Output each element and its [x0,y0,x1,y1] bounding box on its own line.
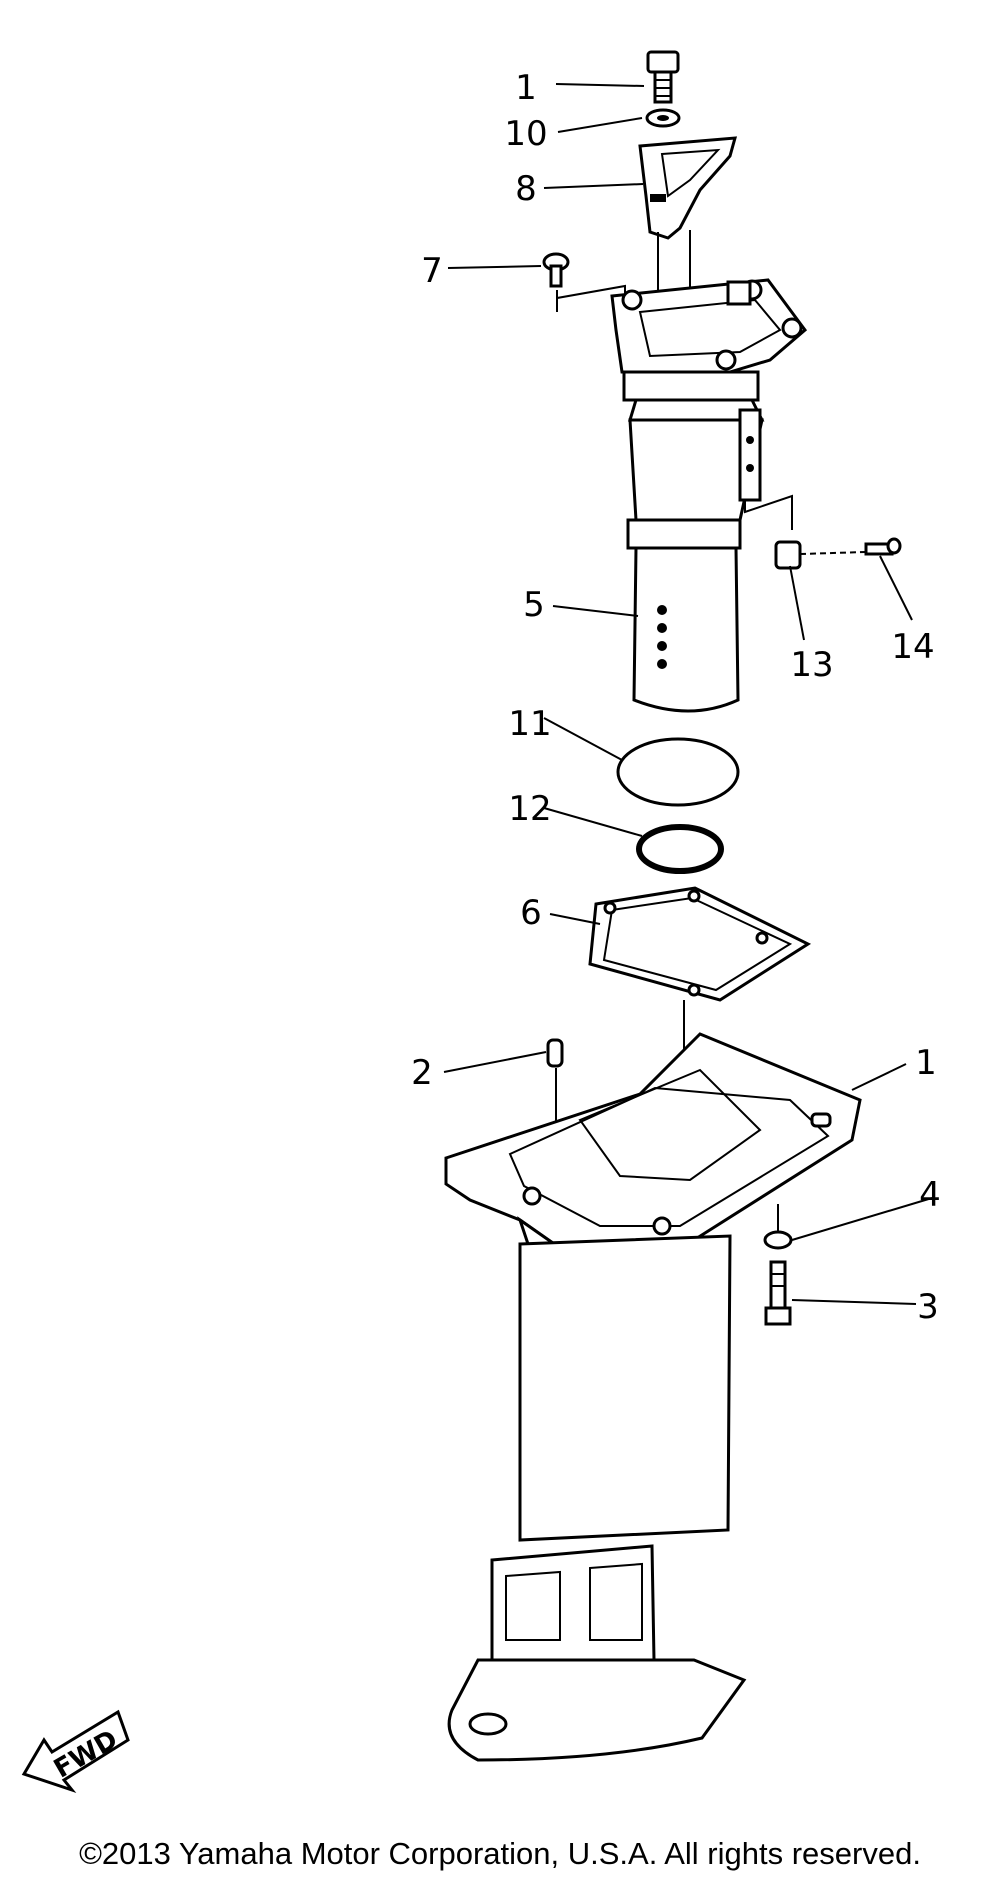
part-2-dowel-pin[interactable] [546,1038,564,1140]
part-7-screw[interactable] [542,252,626,312]
label-10: 10 [504,114,547,154]
part-1-upper-casing[interactable] [444,1032,862,1762]
part-13-collar[interactable] [774,540,867,570]
label-6: 6 [520,893,542,933]
part-9-bolt[interactable] [646,50,680,104]
part-4-washer[interactable] [763,1230,793,1250]
label-11: 11 [508,704,551,744]
part-3-bolt[interactable] [764,1260,792,1326]
part-number-labels: 1 10 8 7 5 11 12 6 2 1 4 3 13 14 [411,68,941,1327]
part-14-screw[interactable] [864,537,902,556]
part-5-exhaust-tube[interactable] [610,278,808,713]
leader-lines [443,83,933,1305]
part-6-gasket[interactable] [588,886,812,1090]
label-13: 13 [790,645,833,685]
label-8: 8 [515,169,537,209]
label-4: 4 [919,1175,941,1215]
label-3: 3 [917,1287,939,1327]
part-8-bracket[interactable] [638,136,738,300]
label-1: 1 [915,1043,937,1083]
label-7: 7 [421,251,443,291]
label-12: 12 [508,789,551,829]
part-12-o-ring[interactable] [636,824,724,874]
label-2: 2 [411,1053,433,1093]
label-14: 14 [891,627,934,667]
label-5: 5 [523,585,545,625]
part-11-o-ring[interactable] [616,737,740,807]
label-9: 1 [515,68,537,108]
copyright-notice: ©2013 Yamaha Motor Corporation, U.S.A. A… [79,1836,921,1871]
part-10-washer[interactable] [645,108,681,128]
fwd-direction-arrow: FWD [21,1709,130,1794]
